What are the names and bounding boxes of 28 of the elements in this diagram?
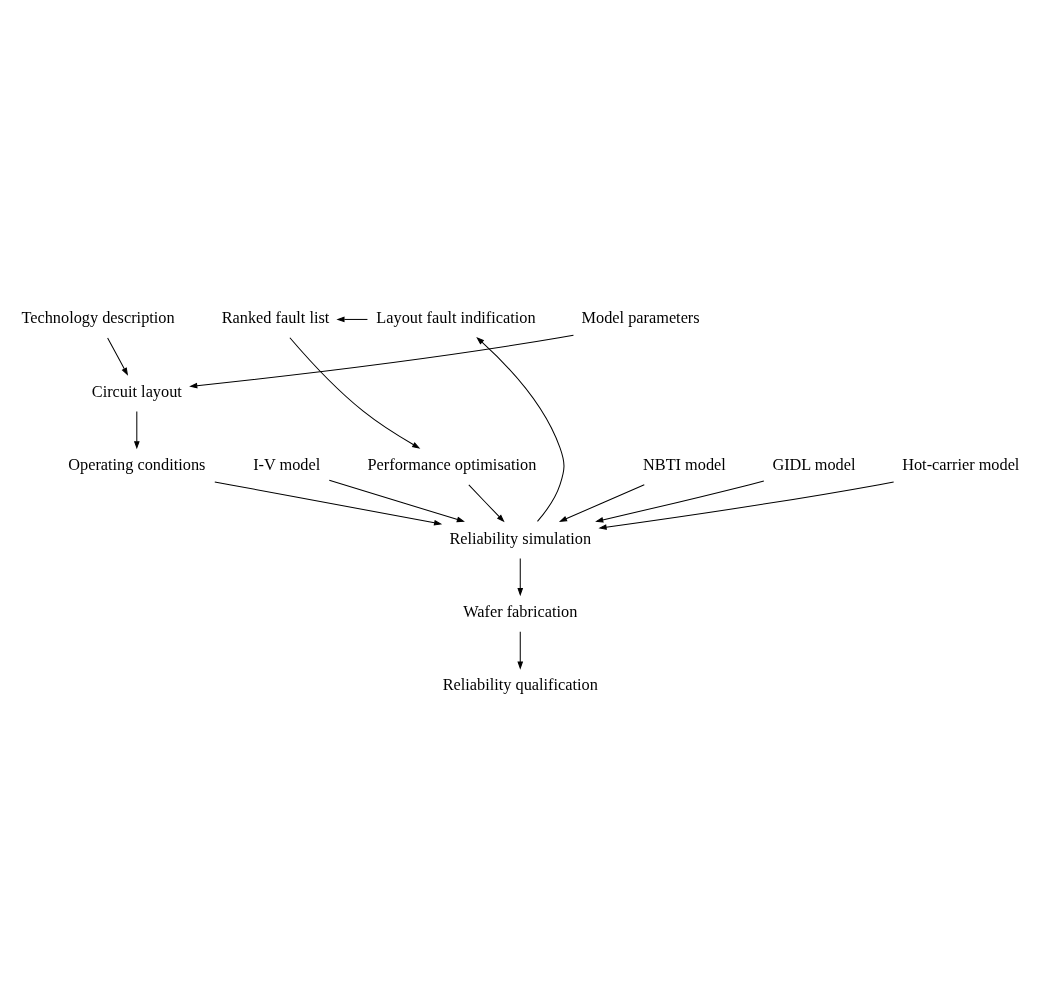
arrow: [336, 316, 368, 323]
node-text: Technology description: [21, 308, 175, 328]
node-text: Ranked fault list: [221, 308, 330, 328]
arrow: [517, 631, 524, 670]
node-text: Reliability qualification: [442, 675, 598, 695]
node-text: Reliability simulation: [449, 528, 592, 548]
arrow: [214, 481, 443, 526]
arrow: [289, 337, 421, 449]
arrow: [517, 557, 524, 597]
arrow: [107, 337, 129, 376]
node-text: Wafer fabrication: [463, 602, 578, 622]
arrow: [476, 337, 565, 522]
node-text: I-V model: [253, 455, 321, 475]
node-text: Model parameters: [581, 308, 700, 328]
node-text: GIDL model: [772, 455, 856, 475]
node-text: Operating conditions: [68, 455, 206, 475]
node-text: Layout fault indification: [376, 308, 536, 328]
arrow: [598, 481, 895, 530]
arrow: [189, 334, 574, 389]
arrow: [133, 411, 140, 450]
node-text: NBTI model: [643, 455, 726, 475]
node-text: Performance optimisation: [367, 455, 537, 475]
arrow: [328, 479, 465, 523]
node-text: Hot-carrier model: [902, 455, 1020, 475]
node-text: Circuit layout: [91, 381, 182, 401]
arrow: [595, 480, 765, 523]
arrow: [468, 484, 505, 523]
arrow: [558, 484, 645, 522]
